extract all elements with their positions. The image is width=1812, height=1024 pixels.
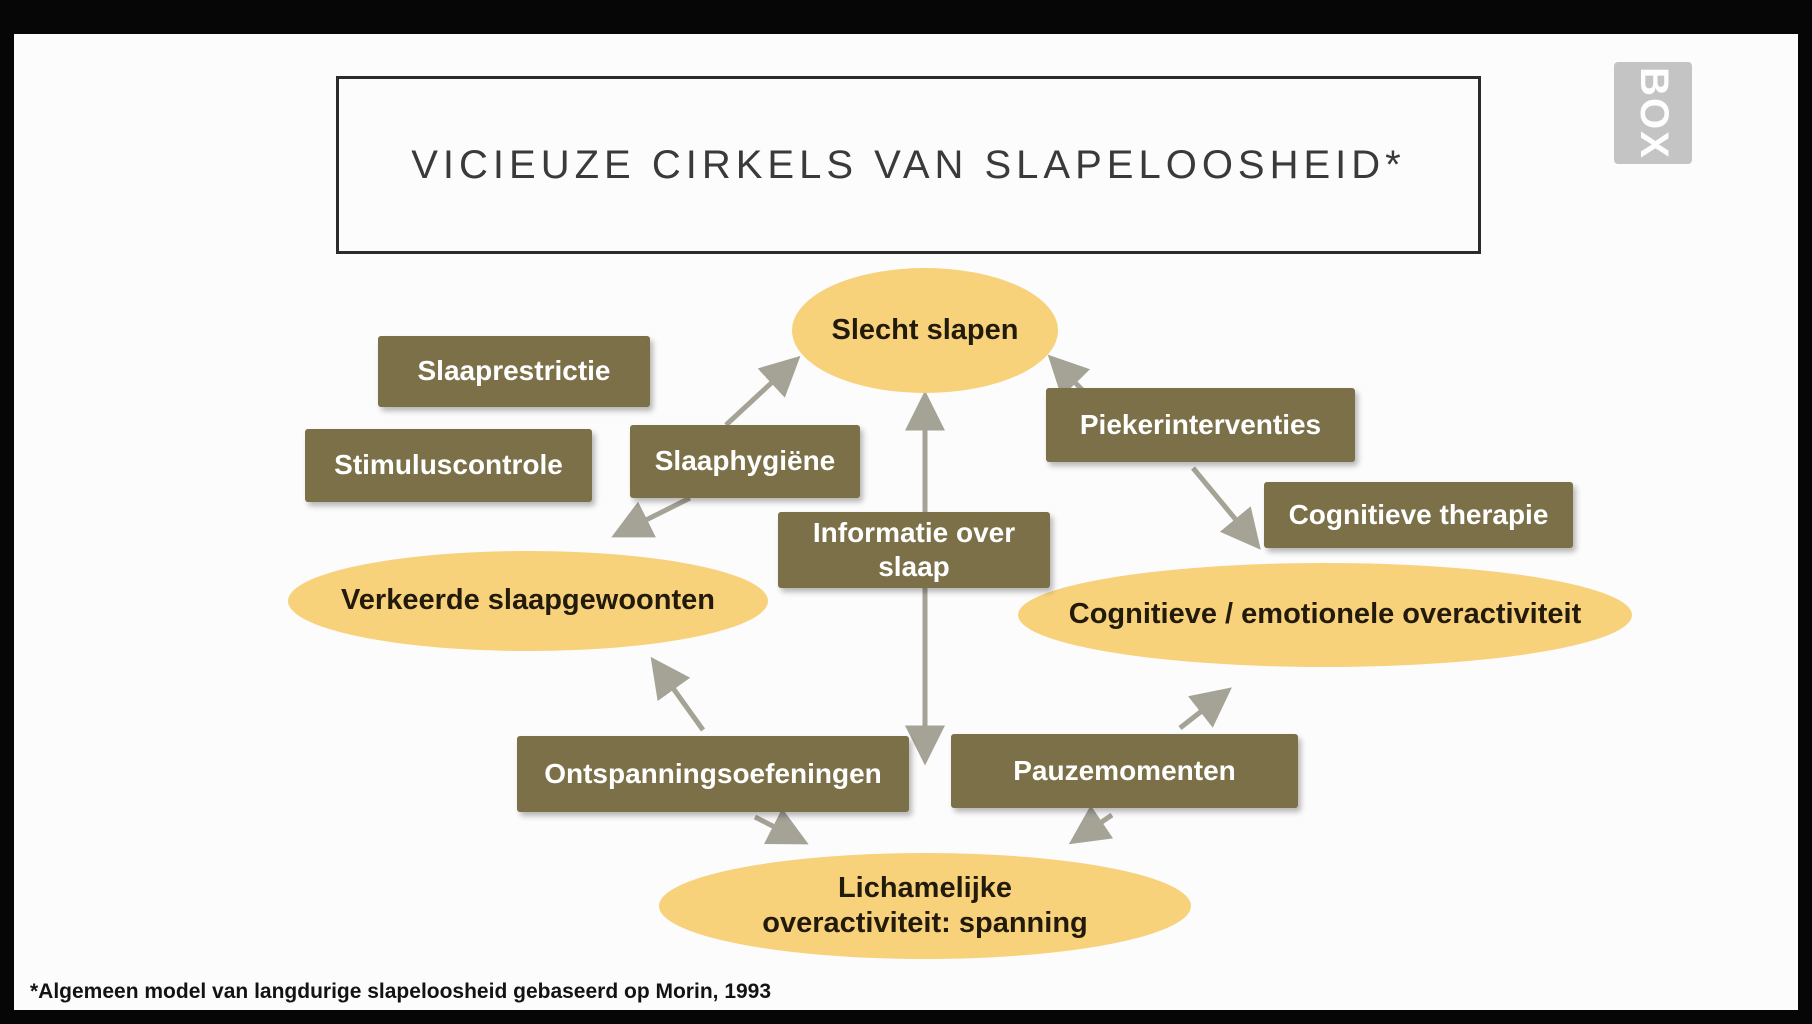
box-logo: BOX (1614, 62, 1692, 164)
node-slaaprestrictie: Slaaprestrictie (378, 336, 650, 407)
node-informatie-over-slaap: Informatie over slaap (778, 512, 1050, 588)
box-logo-text: BOX (1631, 66, 1676, 160)
footnote: *Algemeen model van langdurige slapeloos… (30, 980, 772, 1003)
node-piekerinterventies: Piekerinterventies (1046, 388, 1355, 462)
node-ontspanningsoefeningen: Ontspanningsoefeningen (517, 736, 909, 812)
node-verkeerde-slaapgewoonten: Verkeerde slaapgewoonten (288, 551, 768, 651)
node-cognitieve-therapie: Cognitieve therapie (1264, 482, 1573, 548)
node-slecht-slapen: Slecht slapen (792, 268, 1058, 393)
slide-title: VICIEUZE CIRKELS VAN SLAPELOOSHEID* (411, 142, 1406, 187)
node-pauzemomenten: Pauzemomenten (951, 734, 1298, 808)
title-box: VICIEUZE CIRKELS VAN SLAPELOOSHEID* (336, 76, 1481, 254)
node-slaaphygiene: Slaaphygiëne (630, 425, 860, 498)
node-lichamelijke-overactiviteit: Lichamelijke overactiviteit: spanning (659, 853, 1191, 959)
node-cognitieve-emotionele-overactiviteit: Cognitieve / emotionele overactiviteit (1018, 563, 1632, 667)
node-stimuluscontrole: Stimuluscontrole (305, 429, 592, 502)
